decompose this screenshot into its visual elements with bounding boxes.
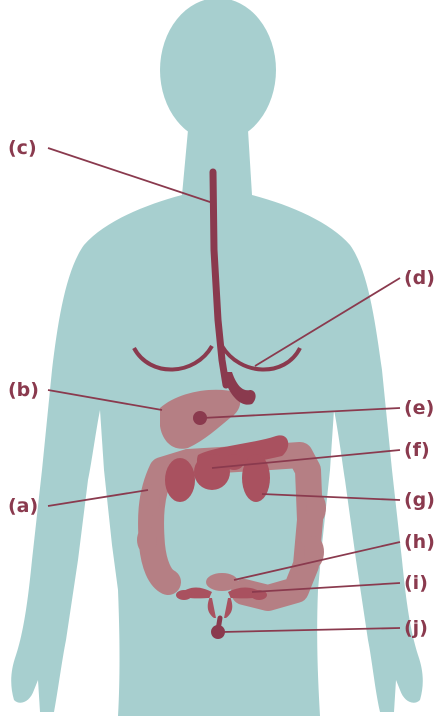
label-j: (j): [404, 617, 428, 639]
colon-bump-left-2: [137, 526, 157, 554]
label-c: (c): [8, 137, 37, 159]
colon-bump-left: [140, 484, 160, 516]
label-a: (a): [8, 495, 38, 517]
label-e: (e): [404, 397, 434, 419]
label-i: (i): [404, 572, 428, 594]
ovary-left: [176, 590, 192, 600]
label-b: (b): [8, 379, 39, 401]
body-silhouette: [11, 0, 423, 716]
label-g: (g): [404, 489, 435, 511]
small-intestine-loop-4: [224, 454, 244, 470]
bladder: [206, 573, 238, 591]
head: [160, 0, 276, 142]
small-intestine-loop-1: [165, 458, 195, 502]
label-h: (h): [404, 531, 435, 553]
label-f: (f): [404, 439, 430, 461]
label-d: (d): [404, 267, 435, 289]
